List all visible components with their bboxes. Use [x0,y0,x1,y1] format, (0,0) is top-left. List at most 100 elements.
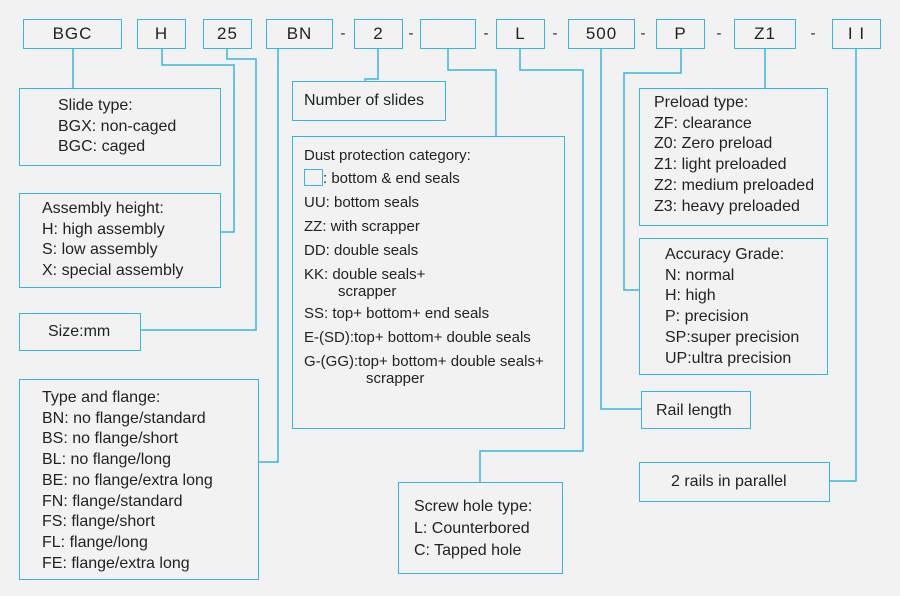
slide-type-item: BGX: non-caged [58,117,177,135]
accuracy-box: Accuracy Grade: N: normal H: high P: pre… [639,238,828,375]
type-flange-item: BS: no flange/short [42,430,179,448]
accuracy-item: SP:super precision [665,328,800,346]
dash-1: - [340,25,346,42]
dust-title: Dust protection category: [304,147,471,164]
preload-item: ZF: clearance [654,114,752,132]
connector-number-slides [364,48,379,81]
code-rails: I I [847,24,866,43]
code-box-accuracy: P [656,19,705,49]
code-box-dust [420,19,476,49]
assembly-height-item: H: high assembly [42,220,165,238]
code-preload: Z1 [754,24,776,43]
dash-7: - [810,25,816,42]
dust-ggg: G-(GG):top+ bottom+ double seals+ scrapp… [304,353,544,387]
type-flange-item: FE: flange/extra long [42,554,190,572]
type-flange-item: BE: no flange/extra long [42,471,213,489]
dash-5: - [640,25,646,42]
preload-title: Preload type: [654,94,749,111]
number-of-slides-label: Number of slides [304,92,425,109]
dust-protection-box: Dust protection category: : bottom & end… [292,136,565,429]
connector-type-flange [258,48,279,463]
connector-size [140,48,257,331]
accuracy-item: UP:ultra precision [665,349,792,367]
assembly-height-item: X: special assembly [42,262,184,280]
code-flange: BN [286,24,313,43]
type-flange-item: BL: no flange/long [42,451,171,469]
type-flange-box: Type and flange: BN: no flange/standard … [19,379,259,580]
screw-hole-box: Screw hole type: L: Counterbored C: Tapp… [398,482,563,574]
dash-4: - [552,25,558,42]
size-label: Size:mm [48,323,111,340]
preload-item: Z3: heavy preloaded [654,197,800,215]
dust-kk-line1: KK: double seals+ [304,266,426,283]
dust-ggg-line2: scrapper [366,370,425,387]
slide-type-title: Slide type: [58,97,133,114]
blank-code-square [304,169,323,186]
dust-kk: KK: double seals+ scrapper [304,266,425,300]
preload-text: Preload type: ZF: clearance Z0: Zero pre… [654,93,814,217]
dust-ggg-line1: G-(GG):top+ bottom+ double seals+ [304,353,544,370]
code-box-size: 25 [203,19,252,49]
rail-length-box: Rail length [641,391,751,429]
code-box-rails: I I [832,19,881,49]
slide-type-box: Slide type: BGX: non-caged BGC: caged [19,88,221,166]
screw-hole-item: L: Counterbored [414,520,530,537]
code-slides: 2 [373,24,384,43]
dust-blank-label: : bottom & end seals [323,170,460,187]
preload-item: Z0: Zero preload [654,135,773,153]
assembly-height-box: Assembly height: H: high assembly S: low… [19,193,221,288]
type-flange-item: FN: flange/standard [42,492,183,510]
accuracy-item: N: normal [665,266,735,284]
dust-esd: E-(SD):top+ bottom+ double seals [304,329,531,346]
accuracy-item: H: high [665,287,716,305]
type-flange-item: BN: no flange/standard [42,409,206,427]
code-box-screw: L [496,19,545,49]
connector-assembly-height [161,48,235,233]
connector-screw-hole [479,48,584,482]
connector-rails [830,48,857,482]
preload-item: Z2: medium preloaded [654,176,815,194]
screw-hole-text: Screw hole type: L: Counterbored C: Tapp… [414,496,532,562]
dust-zz: ZZ: with scrapper [304,218,420,235]
assembly-height-item: S: low assembly [42,241,158,259]
size-box: Size:mm [19,313,141,351]
preload-item: Z1: light preloaded [654,156,787,174]
code-box-preload: Z1 [734,19,796,49]
dash-3: - [483,25,489,42]
accuracy-item: P: precision [665,308,749,326]
dust-kk-line2: scrapper [338,283,397,300]
code-box-length: 500 [568,19,635,49]
accuracy-title: Accuracy Grade: [665,246,785,263]
connector-dust [447,48,497,136]
connector-accuracy [623,48,682,291]
rails-parallel-label: 2 rails in parallel [671,473,787,490]
code-box-flange: BN [266,19,333,49]
rails-parallel-box: 2 rails in parallel [639,462,830,502]
code-box-slides: 2 [354,19,403,49]
connector-rail-length [600,48,641,410]
dust-ss: SS: top+ bottom+ end seals [304,305,490,322]
assembly-height-title: Assembly height: [42,200,164,217]
code-accuracy: P [674,24,687,43]
type-flange-title: Type and flange: [42,389,161,406]
code-screw: L [515,24,526,43]
dust-blank-row: : bottom & end seals [304,169,460,187]
code-assembly-height: H [154,24,169,43]
dash-2: - [408,25,414,42]
screw-hole-item: C: Tapped hole [414,542,522,559]
type-flange-item: FS: flange/short [42,513,155,531]
slide-type-text: Slide type: BGX: non-caged BGC: caged [58,96,176,158]
dust-dd: DD: double seals [304,242,419,259]
code-length: 500 [585,24,618,43]
screw-hole-title: Screw hole type: [414,498,533,515]
dash-6: - [716,25,722,42]
slide-type-item: BGC: caged [58,138,146,156]
type-flange-text: Type and flange: BN: no flange/standard … [42,388,213,574]
code-box-slide-type: BGC [23,19,122,49]
preload-box: Preload type: ZF: clearance Z0: Zero pre… [639,88,828,226]
rail-length-label: Rail length [656,402,732,419]
assembly-height-text: Assembly height: H: high assembly S: low… [42,199,183,282]
code-slide-type: BGC [52,24,93,43]
accuracy-text: Accuracy Grade: N: normal H: high P: pre… [665,245,799,369]
